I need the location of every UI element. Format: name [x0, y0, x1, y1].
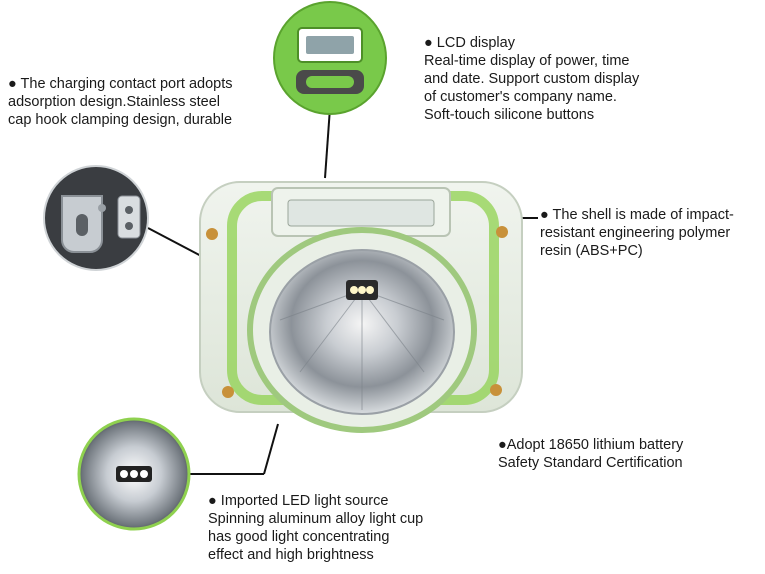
- callout-led-light-source: ● Imported LED light source Spinning alu…: [208, 492, 423, 564]
- headlamp-body: [199, 181, 523, 433]
- callout-led-line-3: has good light concentrating: [208, 529, 390, 545]
- callout-lcd-line-4: of customer's company name.: [424, 89, 617, 105]
- lcd-zoom-inset: [273, 1, 387, 115]
- callout-led-line-1: ● Imported LED light source: [208, 493, 389, 509]
- charging-port-zoom-inset: [43, 165, 149, 271]
- led-zoom-inset: [77, 417, 191, 531]
- callout-shell-line-3: resin (ABS+PC): [540, 243, 643, 259]
- callout-led-line-4: effect and high brightness: [208, 547, 374, 563]
- callout-port-line-3: cap hook clamping design, durable: [8, 112, 233, 128]
- callout-battery-line-2: Safety Standard Certification: [498, 455, 683, 471]
- callout-port-line-2: adsorption design.Stainless steel: [8, 94, 220, 110]
- callout-port-line-1: ● The charging contact port adopts: [8, 76, 233, 92]
- callout-battery-line-1: ●Adopt 18650 lithium battery: [498, 437, 684, 453]
- callout-led-line-2: Spinning aluminum alloy light cup: [208, 511, 424, 527]
- callout-shell-line-1: ● The shell is made of impact-: [540, 207, 734, 223]
- callout-lcd-line-2: Real-time display of power, time: [424, 53, 630, 69]
- callout-shell-material: ● The shell is made of impact- resistant…: [540, 206, 734, 260]
- callout-lcd-display: ● LCD display Real-time display of power…: [424, 34, 639, 124]
- callout-battery: ●Adopt 18650 lithium battery Safety Stan…: [498, 436, 683, 472]
- callout-charging-port: ● The charging contact port adopts adsor…: [8, 75, 233, 129]
- callout-lcd-line-1: ● LCD display: [424, 35, 515, 51]
- callout-shell-line-2: resistant engineering polymer: [540, 225, 731, 241]
- callout-lcd-line-3: and date. Support custom display: [424, 71, 640, 87]
- callout-lcd-line-5: Soft-touch silicone buttons: [424, 107, 595, 123]
